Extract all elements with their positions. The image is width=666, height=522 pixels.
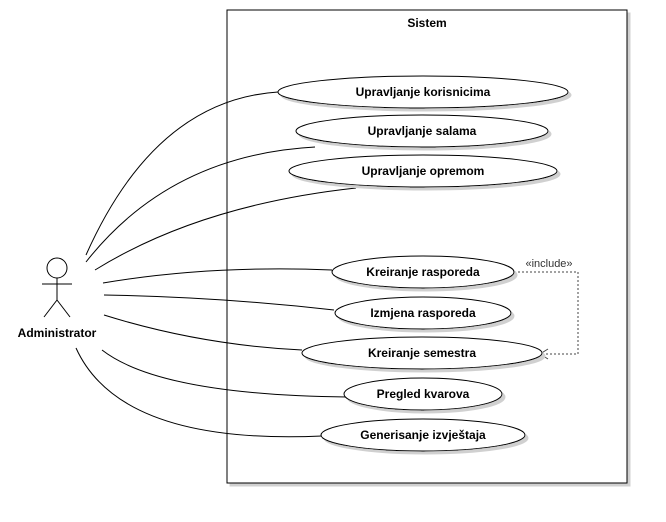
- use-case-1[interactable]: Upravljanje korisnicima: [277, 75, 569, 109]
- association-uc6: [103, 314, 303, 351]
- association-uc3: [94, 187, 357, 271]
- stick-figure-icon: [42, 257, 72, 318]
- association-uc1: [85, 91, 279, 256]
- association-uc2: [85, 146, 316, 263]
- use-case-5[interactable]: Izmjena rasporeda: [334, 296, 512, 330]
- associations: [75, 91, 357, 438]
- use-case-6[interactable]: Kreiranje semestra: [301, 336, 543, 370]
- association-uc5: [103, 294, 335, 311]
- actor-label: Administrator: [18, 326, 97, 340]
- use-case-label: Izmjena rasporeda: [370, 306, 476, 320]
- association-uc8: [75, 347, 323, 438]
- use-case-label: Upravljanje korisnicima: [356, 85, 491, 99]
- use-case-2[interactable]: Upravljanje salama: [295, 114, 549, 148]
- use-case-label: Upravljanje salama: [368, 124, 477, 138]
- use-case-label: Upravljanje opremom: [362, 164, 485, 178]
- use-case-label: Kreiranje semestra: [368, 346, 476, 360]
- actor-administrator[interactable]: Administrator: [18, 257, 97, 340]
- use-case-3[interactable]: Upravljanje opremom: [288, 154, 558, 188]
- use-case-label: Generisanje izvještaja: [360, 428, 486, 442]
- use-case-7[interactable]: Pregled kvarova: [343, 377, 503, 411]
- use-case-label: Kreiranje rasporeda: [366, 265, 480, 279]
- association-uc7: [101, 349, 348, 398]
- include-label: «include»: [525, 258, 572, 270]
- use-case-4[interactable]: Kreiranje rasporeda: [331, 255, 515, 289]
- use-case-8[interactable]: Generisanje izvještaja: [320, 418, 526, 452]
- association-uc4: [102, 268, 333, 284]
- use-case-label: Pregled kvarova: [377, 387, 470, 401]
- system-title: Sistem: [407, 16, 446, 30]
